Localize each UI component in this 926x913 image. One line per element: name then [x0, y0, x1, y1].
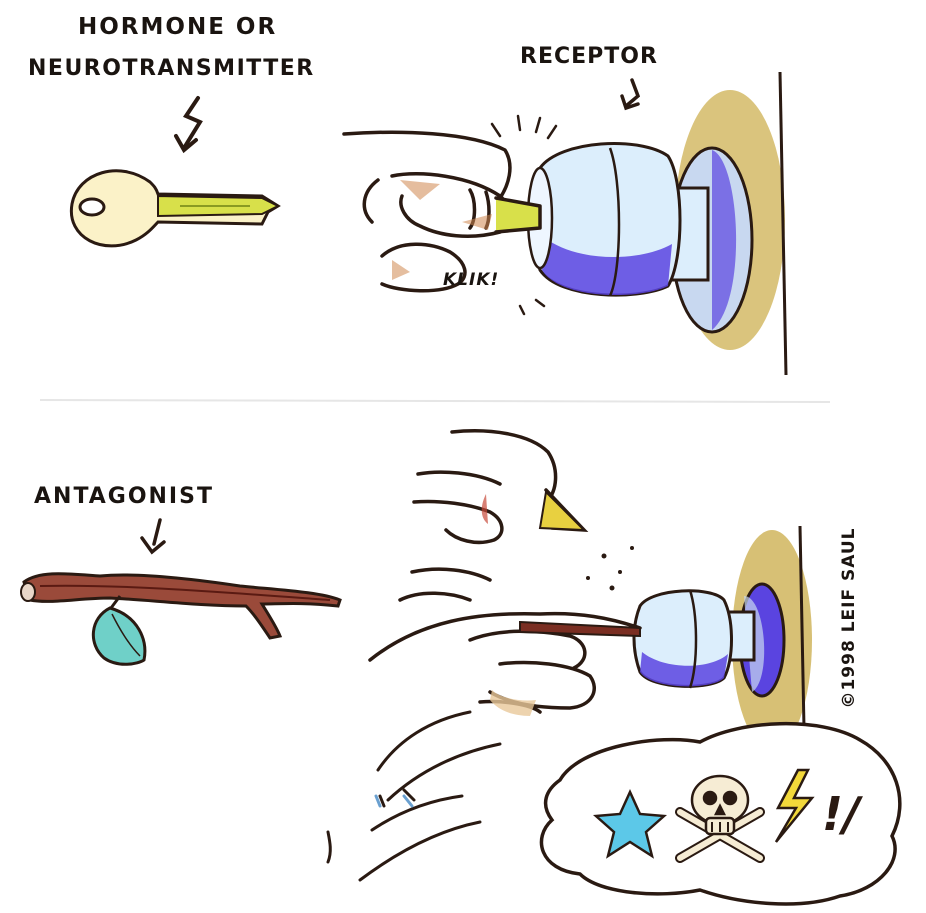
door-knob-icon	[528, 144, 752, 333]
shading-red	[482, 494, 488, 524]
arrow-to-branch	[142, 520, 164, 552]
motion-lines	[328, 712, 500, 880]
label-hormone: HORMONE OR	[78, 14, 277, 40]
hand-with-branch	[370, 569, 640, 712]
label-klik: KLIK!	[443, 270, 499, 290]
arrow-to-key	[176, 98, 200, 150]
door-knob-bottom-icon	[634, 584, 784, 696]
leaf-icon	[93, 608, 145, 664]
specks	[586, 546, 634, 591]
key-icon	[71, 171, 278, 246]
shading-skin	[490, 690, 536, 716]
panel-divider	[40, 400, 830, 402]
bubble-symbols: !/	[822, 787, 863, 841]
hand-with-key	[344, 132, 540, 291]
branch-icon	[21, 574, 340, 638]
shading-hand	[392, 180, 492, 280]
arrow-to-knob	[622, 80, 638, 108]
label-receptor: RECEPTOR	[520, 44, 658, 69]
copyright-signature: ©1998 LEIF SAUL	[839, 513, 859, 723]
label-antagonist: ANTAGONIST	[34, 484, 214, 509]
label-neurotransmitter: NEUROTRANSMITTER	[28, 56, 315, 81]
broken-key-tip	[540, 492, 584, 530]
